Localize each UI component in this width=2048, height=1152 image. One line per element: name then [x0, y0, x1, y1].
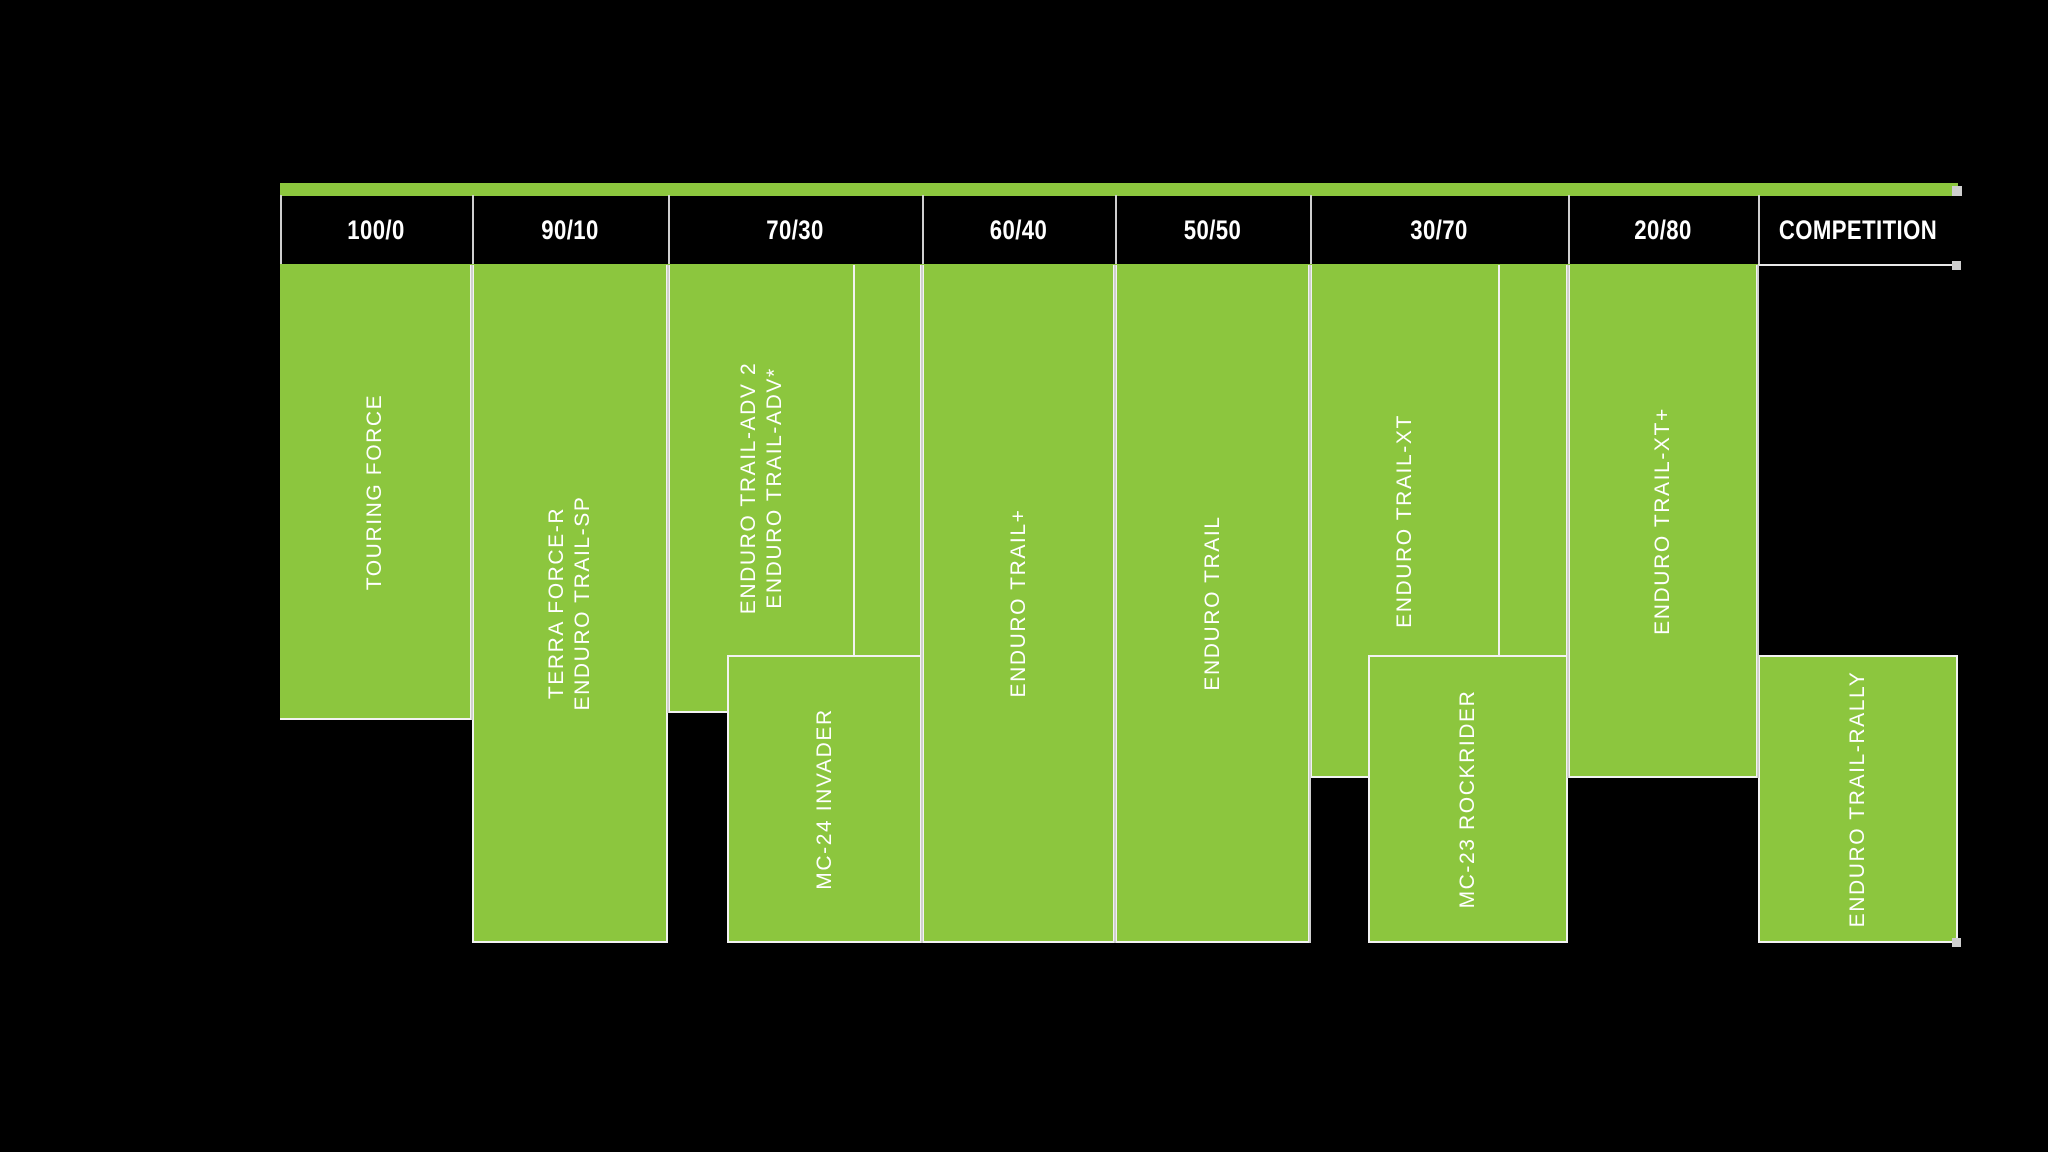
- header-cell-100-0[interactable]: 100/0: [347, 214, 405, 245]
- header-row: 100/0 90/10 70/30 60/40 50/50 30/70 20/8…: [280, 195, 1958, 265]
- bar-mc24-invader[interactable]: MC-24 INVADER: [727, 655, 922, 943]
- header-cell-60-40[interactable]: 60/40: [989, 214, 1048, 245]
- top-accent-rail: [280, 183, 1958, 196]
- header-cell-90-10[interactable]: 90/10: [541, 214, 599, 245]
- bar-enduro-trail-adv-extension[interactable]: [855, 265, 922, 657]
- top-right-corner-notch: [1952, 186, 1962, 196]
- bottom-right-corner-notch: [1952, 938, 1961, 947]
- header-separator: [1310, 195, 1312, 265]
- bar-enduro-trail-adv[interactable]: ENDURO TRAIL-ADV 2 ENDURO TRAIL-ADV*: [668, 265, 855, 713]
- header-separator: [472, 195, 474, 265]
- competition-top-right-notch: [1952, 261, 1961, 270]
- bar-touring-force[interactable]: TOURING FORCE: [280, 265, 472, 720]
- header-separator: [1568, 195, 1570, 265]
- bar-label-terra-force-r: TERRA FORCE-R ENDURO TRAIL-SP: [544, 495, 594, 711]
- header-cell-30-70[interactable]: 30/70: [1410, 214, 1468, 245]
- bar-label-enduro-trail: ENDURO TRAIL: [1200, 515, 1224, 691]
- column-separator-6: [1567, 265, 1569, 778]
- bar-label-mc23-rockrider: MC-23 ROCKRIDER: [1455, 689, 1479, 909]
- bar-label-enduro-trail-plus: ENDURO TRAIL+: [1006, 508, 1030, 698]
- bar-enduro-trail[interactable]: ENDURO TRAIL: [1115, 265, 1310, 943]
- bar-mc23-rockrider[interactable]: MC-23 ROCKRIDER: [1368, 655, 1568, 943]
- bar-label-enduro-trail-xt: ENDURO TRAIL-XT: [1392, 413, 1416, 628]
- header-bottom-rule: [280, 263, 1758, 266]
- column-separator-4: [1114, 265, 1116, 943]
- bar-label-enduro-trail-rally: ENDURO TRAIL-RALLY: [1845, 670, 1869, 928]
- bar-enduro-trail-xt-plus[interactable]: ENDURO TRAIL-XT+: [1568, 265, 1758, 778]
- header-separator: [1758, 195, 1760, 265]
- column-separator-1: [471, 265, 473, 720]
- competition-top-rule: [1758, 263, 1958, 266]
- bar-label-touring-force: TOURING FORCE: [362, 393, 386, 590]
- column-separator-7: [1757, 265, 1759, 778]
- header-separator: [1115, 195, 1117, 265]
- bar-enduro-trail-xt-extension[interactable]: [1500, 265, 1568, 657]
- bar-label-enduro-trail-adv: ENDURO TRAIL-ADV 2 ENDURO TRAIL-ADV*: [736, 361, 786, 615]
- column-separator-3: [921, 265, 923, 943]
- header-separator: [668, 195, 670, 265]
- bar-terra-force-r[interactable]: TERRA FORCE-R ENDURO TRAIL-SP: [472, 265, 668, 943]
- header-separator: [922, 195, 924, 265]
- header-separator: [280, 195, 282, 265]
- bar-label-mc24-invader: MC-24 INVADER: [812, 708, 836, 890]
- column-separator-2: [667, 265, 669, 713]
- bar-enduro-trail-rally[interactable]: ENDURO TRAIL-RALLY: [1758, 655, 1958, 943]
- header-cell-70-30[interactable]: 70/30: [766, 214, 824, 245]
- header-cell-50-50[interactable]: 50/50: [1183, 214, 1242, 245]
- bar-enduro-trail-plus[interactable]: ENDURO TRAIL+: [922, 265, 1115, 943]
- header-cell-competition[interactable]: COMPETITION: [1778, 214, 1938, 245]
- bar-label-enduro-trail-xt-plus: ENDURO TRAIL-XT+: [1650, 406, 1674, 635]
- header-cell-20-80[interactable]: 20/80: [1634, 214, 1692, 245]
- column-separator-5: [1309, 265, 1311, 943]
